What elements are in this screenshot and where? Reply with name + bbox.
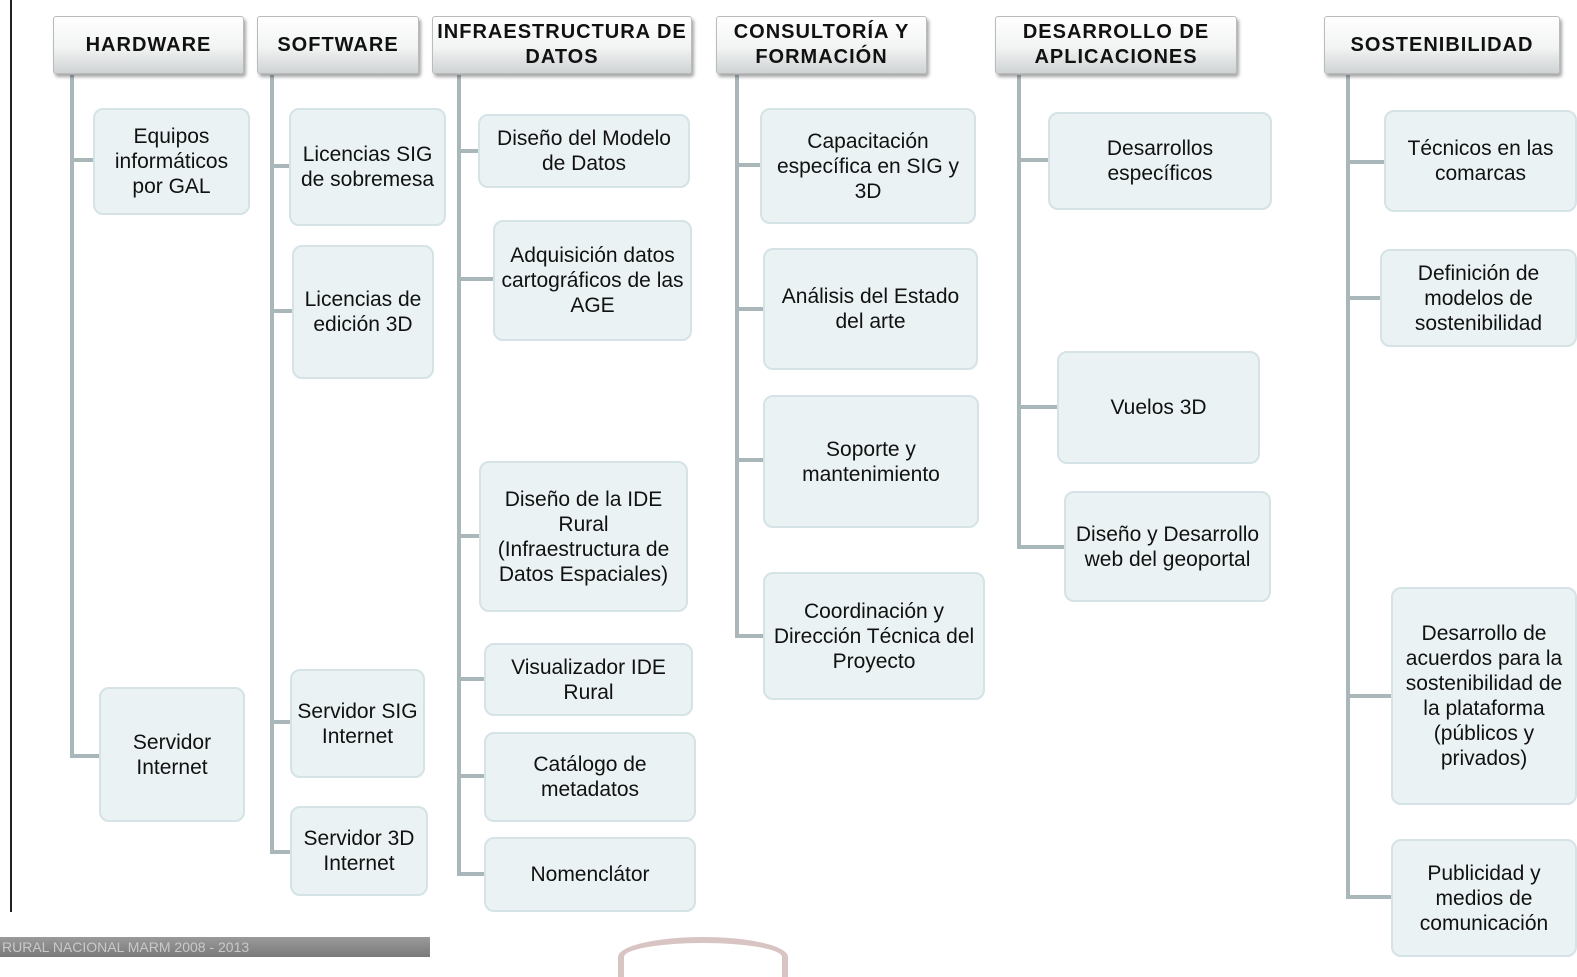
connector-vertical (735, 75, 739, 638)
connector-vertical (270, 75, 274, 854)
connector-horizontal (735, 163, 760, 167)
connector-vertical (70, 75, 74, 758)
connector-horizontal (1346, 160, 1384, 164)
node-tecnicos-comarcas: Técnicos en las comarcas (1384, 110, 1577, 212)
connector-horizontal (1346, 694, 1391, 698)
connector-vertical (1017, 75, 1021, 549)
node-equipos-informaticos: Equipos informáticos por GAL (93, 108, 250, 215)
node-coordinacion: Coordinación y Dirección Técnica del Pro… (763, 572, 985, 700)
node-adquisicion-datos: Adquisición datos cartográficos de las A… (493, 220, 692, 341)
connector-horizontal (1017, 545, 1064, 549)
connector-horizontal (1017, 405, 1057, 409)
node-licencias-3d: Licencias de edición 3D (292, 245, 434, 379)
connector-horizontal (1346, 296, 1380, 300)
footer-logo (618, 937, 788, 977)
header-sostenibilidad: SOSTENIBILIDAD (1324, 16, 1560, 74)
connector-vertical (457, 75, 461, 876)
connector-horizontal (457, 677, 484, 681)
connector-vertical (1346, 75, 1350, 899)
node-servidor-sig-internet: Servidor SIG Internet (290, 669, 425, 778)
node-diseno-ide-rural: Diseño de la IDE Rural (Infraestructura … (479, 461, 688, 612)
node-definicion-modelos: Definición de modelos de sostenibilidad (1380, 249, 1577, 347)
connector-horizontal (270, 164, 289, 168)
node-servidor-internet: Servidor Internet (99, 687, 245, 822)
header-hardware: HARDWARE (53, 16, 244, 74)
node-vuelos-3d: Vuelos 3D (1057, 351, 1260, 464)
left-border-line (10, 0, 12, 912)
node-diseno-modelo-datos: Diseño del Modelo de Datos (478, 114, 690, 188)
connector-horizontal (735, 458, 763, 462)
node-servidor-3d-internet: Servidor 3D Internet (290, 806, 428, 896)
connector-horizontal (457, 277, 493, 281)
footer-banner: RURAL NACIONAL MARM 2008 - 2013 (0, 937, 430, 957)
node-nomenclator: Nomenclátor (484, 837, 696, 912)
node-catalogo-metadatos: Catálogo de metadatos (484, 732, 696, 822)
connector-horizontal (70, 158, 93, 162)
connector-horizontal (70, 754, 99, 758)
connector-horizontal (457, 149, 478, 153)
node-desarrollo-acuerdos: Desarrollo de acuerdos para la sostenibi… (1391, 587, 1577, 805)
node-visualizador-ide: Visualizador IDE Rural (484, 643, 693, 716)
node-analisis-estado: Análisis del Estado del arte (763, 248, 978, 370)
header-software: SOFTWARE (257, 16, 419, 74)
node-soporte: Soporte y mantenimiento (763, 395, 979, 528)
connector-horizontal (1017, 158, 1048, 162)
connector-horizontal (270, 309, 292, 313)
node-desarrollos-especificos: Desarrollos específicos (1048, 112, 1272, 210)
node-geoportal: Diseño y Desarrollo web del geoportal (1064, 491, 1271, 602)
connector-horizontal (1346, 895, 1391, 899)
connector-horizontal (457, 534, 479, 538)
header-desarrollo: DESARROLLO DE APLICACIONES (995, 16, 1237, 74)
connector-horizontal (735, 634, 763, 638)
connector-horizontal (457, 774, 484, 778)
connector-horizontal (735, 307, 763, 311)
node-publicidad: Publicidad y medios de comunicación (1391, 839, 1577, 957)
header-infraestructura: INFRAESTRUCTURA DE DATOS (432, 16, 692, 74)
connector-horizontal (270, 720, 290, 724)
node-licencias-sig: Licencias SIG de sobremesa (289, 108, 446, 226)
connector-horizontal (457, 872, 484, 876)
node-capacitacion: Capacitación específica en SIG y 3D (760, 108, 976, 224)
header-consultoria: CONSULTORÍA Y FORMACIÓN (716, 16, 927, 74)
connector-horizontal (270, 850, 290, 854)
